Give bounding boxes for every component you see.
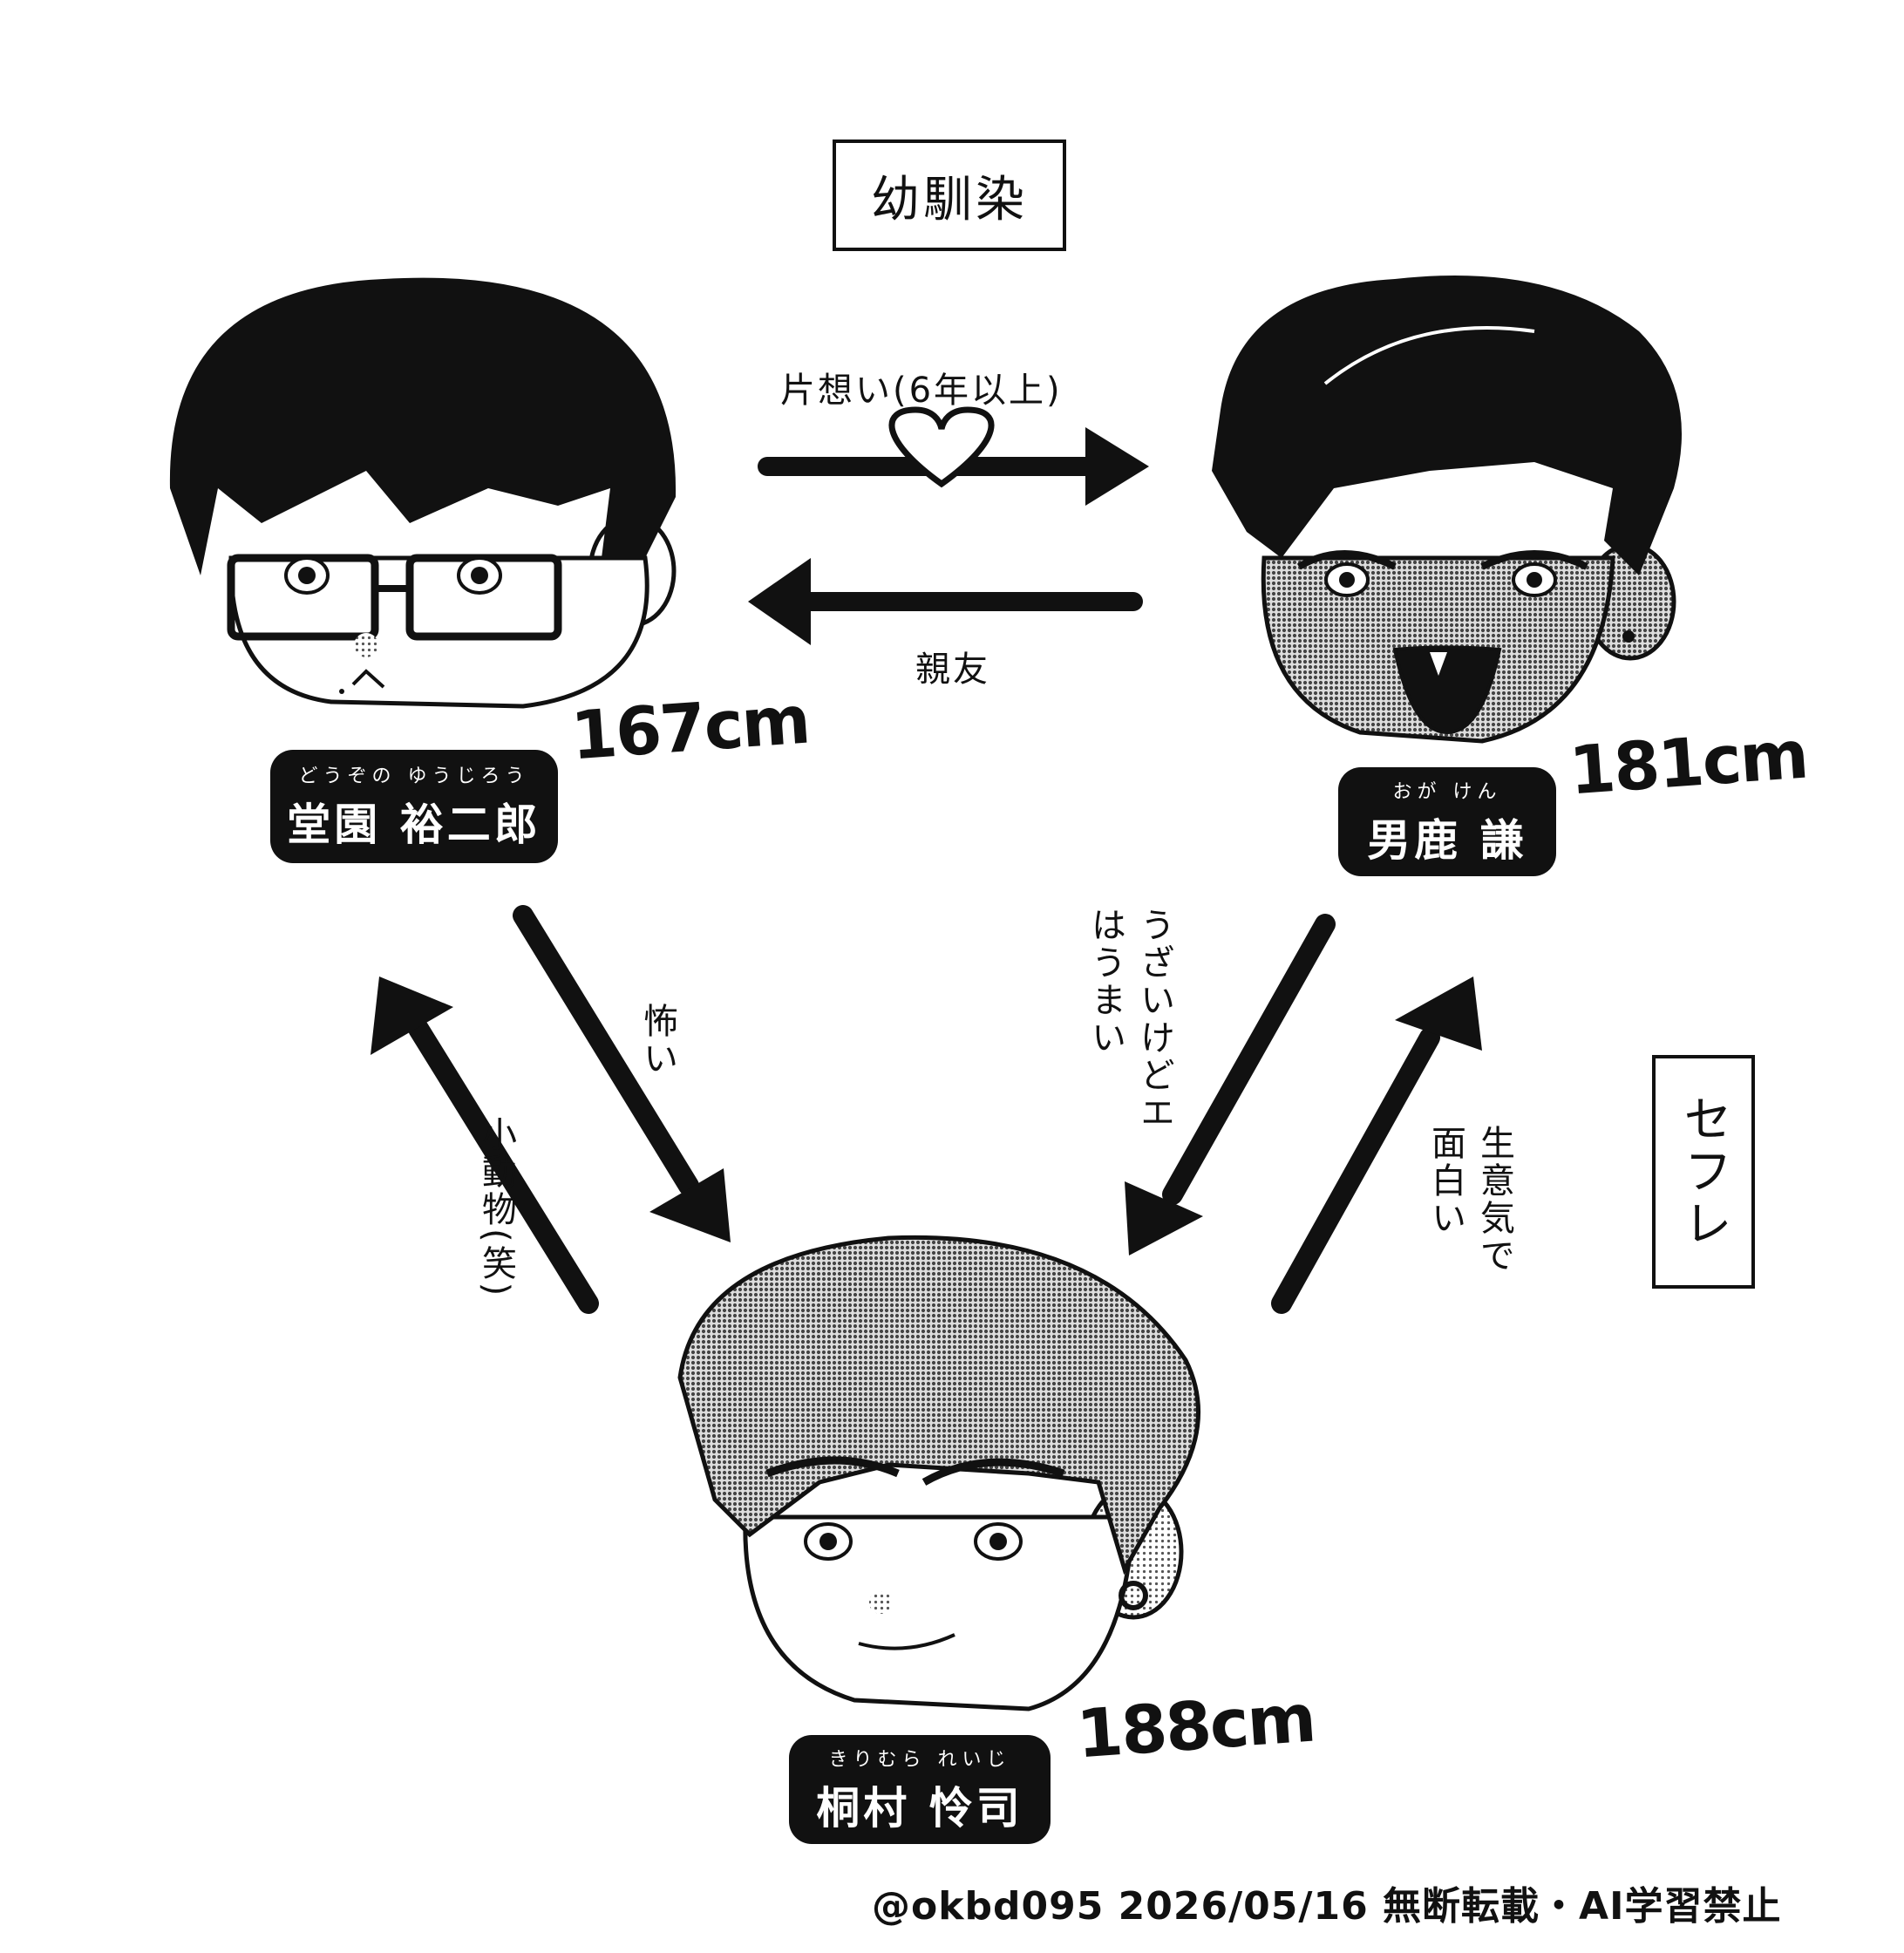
- name-text: 桐村 怜司: [816, 1782, 1023, 1834]
- heart-icon: [888, 406, 995, 488]
- edge-label-douzono-to-oga: 片想い(6年以上): [780, 371, 1063, 411]
- arrow-kirimura-to-oga: [1271, 976, 1482, 1314]
- edge-label-oga-to-douzono: 親友: [915, 650, 990, 690]
- height-douzono: 167cm: [568, 680, 812, 775]
- name-plate-douzono: どうぞの ゆうじろう 堂園 裕二郎: [270, 750, 558, 863]
- name-plate-oga: おが けん 男鹿 謙: [1338, 767, 1556, 876]
- height-kirimura: 188cm: [1074, 1678, 1317, 1773]
- edge-label-kirimura-to-douzono: 小動物(笑): [476, 1116, 516, 1299]
- name-ruby: きりむら れいじ: [828, 1748, 1011, 1771]
- portrait-oga: [1212, 276, 1682, 744]
- group-label: 幼馴染: [833, 140, 1066, 251]
- side-label: セフレ: [1652, 1055, 1755, 1289]
- portrait-douzono: [169, 277, 677, 709]
- arrow-kirimura-to-douzono: [371, 976, 599, 1314]
- edge-label-oga-to-kirimura: うざいけどエはうまい: [1085, 907, 1174, 1132]
- name-text: 男鹿 謙: [1367, 814, 1527, 866]
- name-plate-kirimura: きりむら れいじ 桐村 怜司: [789, 1735, 1051, 1844]
- arrow-douzono-to-oga: [758, 406, 1149, 506]
- height-oga: 181cm: [1567, 715, 1810, 810]
- side-label-text: セフレ: [1675, 1093, 1732, 1250]
- edge-label-kirimura-to-oga: 生意気で面白い: [1425, 1125, 1514, 1275]
- edge-label-douzono-to-kirimura: 怖い: [637, 1003, 677, 1078]
- footer-credit: @okbd095 2026/05/16 無断転載・AI学習禁止: [872, 1884, 1782, 1929]
- arrow-douzono-to-kirimura: [513, 905, 731, 1242]
- group-label-text: 幼馴染: [871, 171, 1028, 228]
- arrow-oga-to-kirimura: [1125, 914, 1336, 1256]
- arrow-oga-to-douzono: [748, 558, 1143, 645]
- name-ruby: おが けん: [1392, 780, 1502, 803]
- portrait-kirimura: [677, 1235, 1201, 1711]
- name-ruby: どうぞの ゆうじろう: [298, 766, 530, 787]
- name-text: 堂園 裕二郎: [287, 800, 541, 850]
